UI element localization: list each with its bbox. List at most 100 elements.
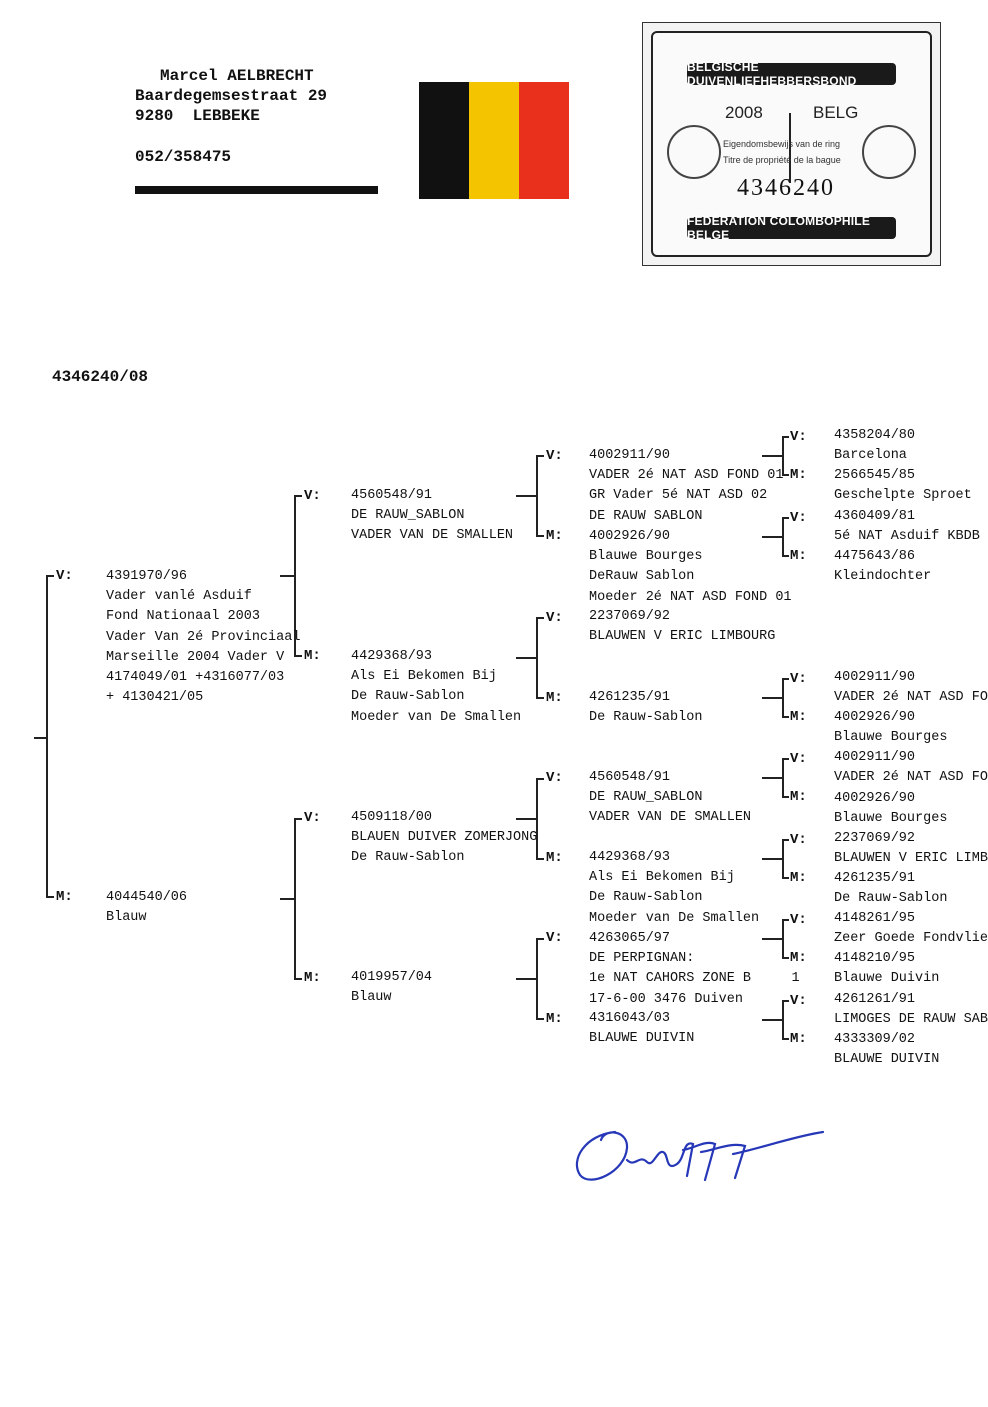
label-father: V:	[790, 510, 807, 526]
connector	[536, 535, 544, 537]
label-father: V:	[790, 751, 807, 767]
sire-entry: 4391970/96 Vader vanlé Asduif Fond Natio…	[106, 569, 301, 706]
connector	[46, 575, 54, 577]
card-frame: BELGISCHE DUIVENLIEFHEBBERSBOND 2008 BEL…	[651, 31, 932, 257]
ancestor-entry: 4002911/90 VADER 2é NAT ASD FO	[834, 750, 988, 786]
connector	[782, 758, 784, 798]
ring-ownership-card: BELGISCHE DUIVENLIEFHEBBERSBOND 2008 BEL…	[642, 22, 941, 266]
connector	[46, 896, 54, 898]
great-grandparent-entry: 4316043/03 BLAUWE DUIVIN	[589, 1011, 695, 1047]
connector	[536, 697, 544, 699]
connector	[536, 1018, 544, 1020]
connector	[782, 517, 784, 557]
connector	[294, 495, 296, 657]
connector	[782, 555, 789, 557]
connector	[536, 938, 544, 940]
connector	[294, 978, 302, 980]
connector	[46, 575, 48, 898]
connector	[782, 957, 789, 959]
connector	[782, 474, 789, 476]
label-mother: M:	[790, 789, 807, 805]
owner-name: Marcel AELBRECHT	[160, 67, 314, 85]
connector	[516, 495, 538, 497]
label-father: V:	[546, 770, 563, 786]
connector	[294, 655, 302, 657]
connector	[782, 796, 789, 798]
connector	[782, 877, 789, 879]
owner-phone: 052/358475	[135, 148, 232, 166]
card-top-banner: BELGISCHE DUIVENLIEFHEBBERSBOND	[687, 60, 896, 88]
connector	[782, 1000, 789, 1002]
pigeon-ring-number: 4346240/08	[52, 368, 149, 386]
connector	[516, 657, 538, 659]
great-grandparent-entry: 2237069/92 BLAUWEN V ERIC LIMBOURG	[589, 609, 776, 645]
grandsire-paternal-entry: 4560548/91 DE RAUW_SABLON VADER VAN DE S…	[351, 488, 514, 544]
connector	[782, 517, 789, 519]
label-father: V:	[304, 488, 321, 504]
connector	[782, 436, 789, 438]
label-mother: M:	[546, 850, 563, 866]
ancestor-entry: 4360409/81 5é NAT Asduif KBDB	[834, 509, 980, 545]
flag-stripe-red	[519, 82, 569, 199]
connector	[782, 1038, 789, 1040]
label-mother: M:	[790, 467, 807, 483]
connector	[280, 898, 296, 900]
connector	[762, 777, 784, 779]
label-mother: M:	[304, 648, 321, 664]
label-mother: M:	[546, 1011, 563, 1027]
connector	[34, 737, 48, 739]
ancestor-entry: 4261235/91 De Rauw-Sablon	[834, 871, 948, 907]
granddam-paternal-entry: 4429368/93 Als Ei Bekomen Bij De Rauw-Sa…	[351, 649, 522, 725]
label-father: V:	[546, 930, 563, 946]
label-father: V:	[546, 448, 563, 464]
connector	[782, 758, 789, 760]
label-mother: M:	[546, 528, 563, 544]
connector	[536, 938, 538, 1020]
connector	[536, 778, 544, 780]
great-grandparent-entry: 4002911/90 VADER 2é NAT ASD FOND 01 GR V…	[589, 448, 784, 524]
label-mother: M:	[546, 690, 563, 706]
ancestor-entry: 2237069/92 BLAUWEN V ERIC LIMB	[834, 831, 988, 867]
connector	[762, 938, 784, 940]
label-father: V:	[546, 610, 563, 626]
connector	[762, 455, 784, 457]
label-mother: M:	[790, 709, 807, 725]
connector	[782, 919, 784, 959]
connector	[536, 858, 544, 860]
connector	[280, 575, 296, 577]
card-divider	[789, 113, 791, 183]
owner-city: 9280 LEBBEKE	[135, 107, 260, 125]
label-mother: M:	[56, 889, 73, 905]
card-ornament-left	[667, 125, 721, 179]
connector	[294, 495, 302, 497]
ancestor-entry: 4002911/90 VADER 2é NAT ASD FO	[834, 670, 988, 706]
card-line-nl: Eigendomsbewijs van de ring	[723, 139, 841, 149]
owner-street: Baardegemsestraat 29	[135, 87, 328, 105]
ancestor-entry: 4333309/02 BLAUWE DUIVIN	[834, 1032, 940, 1068]
connector	[782, 436, 784, 476]
card-ornament-right	[862, 125, 916, 179]
connector	[536, 617, 544, 619]
ancestor-entry: 4358204/80 Barcelona	[834, 428, 916, 464]
connector	[516, 818, 538, 820]
connector	[782, 919, 789, 921]
label-mother: M:	[790, 548, 807, 564]
great-grandparent-entry: 4002926/90 Blauwe Bourges DeRauw Sablon …	[589, 529, 792, 605]
connector	[762, 536, 784, 538]
great-grandparent-entry: 4429368/93 Als Ei Bekomen Bij De Rauw-Sa…	[589, 850, 760, 926]
connector	[782, 678, 789, 680]
connector	[294, 818, 296, 980]
connector	[536, 455, 538, 537]
connector	[536, 778, 538, 860]
connector	[294, 818, 302, 820]
great-grandparent-entry: 4261235/91 De Rauw-Sablon	[589, 690, 703, 726]
label-father: V:	[790, 912, 807, 928]
flag-stripe-black	[419, 82, 469, 199]
ancestor-entry: 4475643/86 Kleindochter	[834, 549, 932, 585]
label-father: V:	[56, 568, 73, 584]
card-bottom-banner: FÉDÉRATION COLOMBOPHILE BELGE	[687, 214, 896, 242]
label-father: V:	[790, 993, 807, 1009]
ancestor-entry: 4148261/95 Zeer Goede Fondvlie	[834, 911, 988, 947]
card-country: BELG	[813, 103, 859, 122]
card-ring-number: 4346240	[737, 175, 835, 201]
